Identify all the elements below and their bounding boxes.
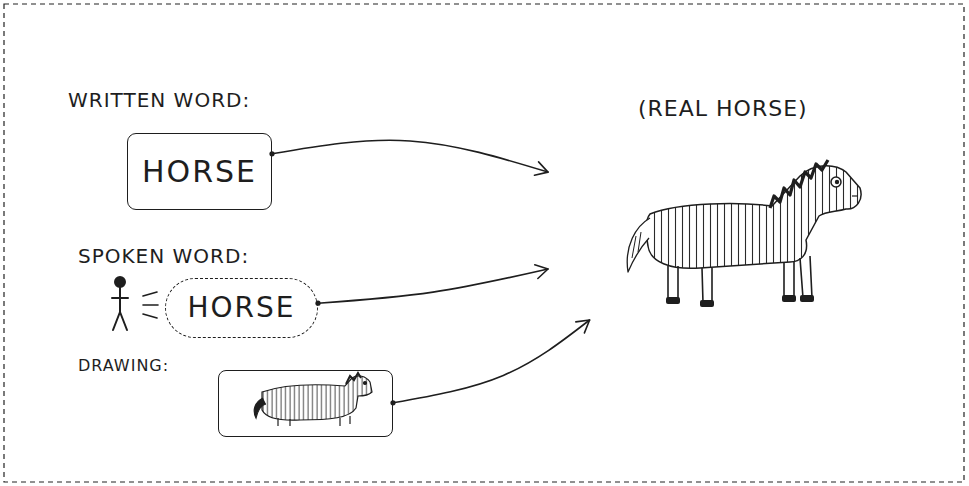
node-word: HORSE <box>142 155 257 188</box>
arrow-connector <box>269 140 548 172</box>
arrow-connector <box>315 269 548 306</box>
node-word: HORSE <box>187 293 295 324</box>
labelled-node: DRAWING: <box>78 356 169 375</box>
outer-frame <box>4 4 964 482</box>
labelled-node: SPOKEN WORD:HORSE <box>78 244 249 268</box>
node-heading: DRAWING: <box>78 356 169 375</box>
box-outline <box>218 370 393 437</box>
node-heading: SPOKEN WORD: <box>78 244 249 268</box>
small-horse-sketch <box>254 373 372 426</box>
connector-path <box>393 320 590 403</box>
connector-path <box>318 269 548 303</box>
labelled-node: (REAL HORSE) <box>548 96 808 122</box>
box-outline: HORSE <box>165 278 318 338</box>
connector-dot <box>315 301 320 306</box>
arrow-connector <box>390 320 589 405</box>
node-heading: WRITTEN WORD: <box>68 88 250 112</box>
connector-path <box>272 140 548 172</box>
horse-area <box>548 150 868 320</box>
sound-lines <box>143 292 158 318</box>
connector-dot <box>390 400 395 405</box>
box-outline: HORSE <box>127 133 272 210</box>
connector-dot <box>269 151 274 156</box>
real-horse-illustration <box>627 160 861 307</box>
node-heading: (REAL HORSE) <box>638 96 808 122</box>
speaker-figure <box>112 277 128 330</box>
labelled-node: WRITTEN WORD:HORSE <box>68 88 250 112</box>
